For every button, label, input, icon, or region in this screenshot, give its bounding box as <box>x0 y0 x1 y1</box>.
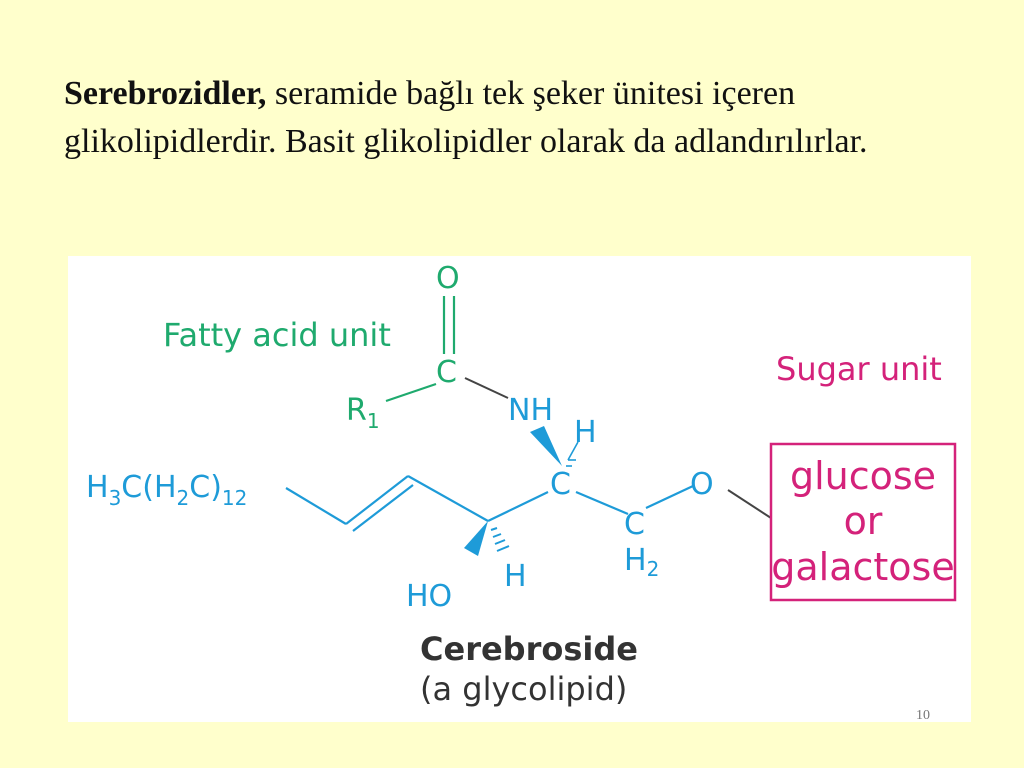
h-hashed-bond <box>490 527 510 552</box>
o-sugar-bond <box>727 489 772 519</box>
sugar-glucose: glucose <box>790 454 936 498</box>
atom-o-link: O <box>690 467 714 502</box>
intro-paragraph: Serebrozidler, seramide bağlı tek şeker … <box>64 70 964 166</box>
slide-number: 10 <box>916 708 930 723</box>
alkyl-sub-3: 3 <box>109 486 122 510</box>
sugar-or: or <box>844 499 883 543</box>
c-nh-bond <box>464 377 509 399</box>
alkyl-mid: C(H <box>121 470 176 505</box>
sphingosine-bonds <box>285 441 694 532</box>
r1-subscript: 1 <box>367 409 380 433</box>
trans-double-bond-b <box>352 484 414 532</box>
sugar-unit-label: Sugar unit <box>776 350 942 388</box>
alkyl-sub-2: 2 <box>177 486 190 510</box>
nh-wedge-bond <box>530 426 562 466</box>
atom-h2-h: H <box>624 543 647 578</box>
atom-h-top: H <box>574 415 597 450</box>
sugar-box <box>769 442 957 602</box>
atom-h2: H2 <box>624 543 659 581</box>
h-top-hash <box>566 459 576 467</box>
atom-c-ch2: C <box>624 507 645 542</box>
figure-subtitle: (a glycolipid) <box>420 670 627 708</box>
cerebroside-figure: Fatty acid unit O C R1 NH H H3C(H2C)12 C… <box>68 256 971 722</box>
h-top-bond <box>567 441 579 461</box>
chain-bond-3 <box>487 491 549 522</box>
r1-bond <box>385 382 437 403</box>
alkyl-h: H <box>86 470 109 505</box>
chain-bond-1 <box>285 487 347 525</box>
sugar-galactose: galactose <box>771 545 954 589</box>
figure-title: Cerebroside <box>420 630 638 668</box>
r1-base: R <box>346 393 367 428</box>
atom-h2-sub: 2 <box>647 557 660 581</box>
cerebroside-structure: Fatty acid unit O C R1 NH H H3C(H2C)12 C… <box>86 261 957 708</box>
fatty-acid-bonds <box>385 296 456 403</box>
atom-h-bottom: H <box>504 559 527 594</box>
ho-wedge-bond <box>464 521 488 556</box>
alkyl-sub-12: 12 <box>222 486 247 510</box>
atom-nh: NH <box>508 393 553 428</box>
atom-c-mid: C <box>550 467 571 502</box>
chain-bond-5 <box>645 485 694 509</box>
intro-term: Serebrozidler, <box>64 75 267 112</box>
r1-group: R1 <box>346 393 380 433</box>
alkyl-chain: H3C(H2C)12 <box>86 470 247 510</box>
atom-o-carbonyl: O <box>436 261 460 296</box>
trans-double-bond-a <box>345 475 409 525</box>
atom-ho: HO <box>406 579 452 614</box>
fatty-acid-label: Fatty acid unit <box>163 316 391 354</box>
alkyl-end: C) <box>189 470 222 505</box>
atom-c-carbonyl: C <box>436 355 457 390</box>
chain-bond-4 <box>575 490 629 516</box>
intro-definition: seramide bağlı tek şeker ünitesi içeren … <box>64 75 868 160</box>
chain-bond-2 <box>407 475 489 522</box>
